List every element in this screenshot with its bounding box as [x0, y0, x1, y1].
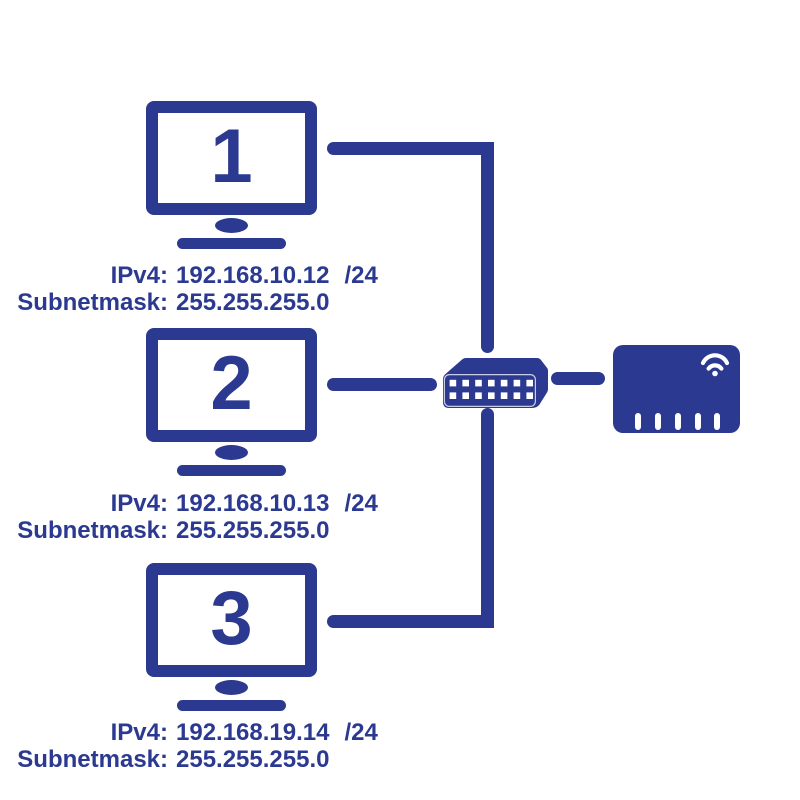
computer-3-subnet-row: Subnetmask: 255.255.255.0	[0, 746, 460, 773]
monitor-stand-neck	[215, 680, 248, 695]
cable-computer1-horizontal	[327, 142, 494, 155]
monitor-stand-neck	[215, 445, 248, 460]
computer-2-subnet-row: Subnetmask: 255.255.255.0	[0, 517, 460, 544]
ipv4-label: IPv4:	[110, 262, 168, 289]
computer-3-info: IPv4: 192.168.19.14/24 Subnetmask: 255.2…	[0, 719, 460, 773]
cable-computer1-to-switch-vertical	[481, 142, 494, 353]
monitor-stand-base	[177, 700, 286, 711]
computer-2-number: 2	[210, 340, 253, 426]
computer-2: 2	[146, 328, 317, 478]
router-port	[675, 413, 681, 430]
computer-2-info: IPv4: 192.168.10.13/24 Subnetmask: 255.2…	[0, 490, 460, 544]
computer-3-ipv4-row: IPv4: 192.168.19.14/24	[0, 719, 460, 746]
cidr-suffix: /24	[344, 262, 378, 289]
monitor-stand-neck	[215, 218, 248, 233]
cidr-suffix: /24	[344, 719, 378, 746]
switch-front-panel	[443, 374, 536, 408]
ipv4-address: 192.168.10.12/24	[176, 262, 378, 289]
cable-switch-to-router	[551, 372, 605, 385]
ipv4-address: 192.168.10.13/24	[176, 490, 378, 517]
computer-1-number: 1	[210, 113, 253, 199]
wifi-icon	[700, 353, 730, 377]
wireless-router-icon	[613, 345, 740, 433]
subnetmask-value: 255.255.255.0	[176, 746, 330, 773]
computer-3-number: 3	[210, 575, 253, 661]
computer-1-monitor-icon: 1	[146, 101, 317, 215]
monitor-stand-base	[177, 465, 286, 476]
monitor-stand-base	[177, 238, 286, 249]
subnetmask-value: 255.255.255.0	[176, 289, 330, 316]
subnetmask-label: Subnetmask:	[17, 746, 168, 773]
computer-2-ipv4-row: IPv4: 192.168.10.13/24	[0, 490, 460, 517]
ipv4-label: IPv4:	[110, 490, 168, 517]
computer-1-ipv4-row: IPv4: 192.168.10.12/24	[0, 262, 460, 289]
cable-computer3-horizontal	[327, 615, 494, 628]
router-port	[695, 413, 701, 430]
computer-3-monitor-icon: 3	[146, 563, 317, 677]
subnetmask-value: 255.255.255.0	[176, 517, 330, 544]
ipv4-label: IPv4:	[110, 719, 168, 746]
switch-ports	[449, 379, 533, 399]
computer-1-info: IPv4: 192.168.10.12/24 Subnetmask: 255.2…	[0, 262, 460, 316]
computer-1-subnet-row: Subnetmask: 255.255.255.0	[0, 289, 460, 316]
cidr-suffix: /24	[344, 490, 378, 517]
computer-3: 3	[146, 563, 317, 713]
router-port	[655, 413, 661, 430]
subnetmask-label: Subnetmask:	[17, 517, 168, 544]
cable-switch-to-computer3-vertical	[481, 408, 494, 628]
router-port	[714, 413, 720, 430]
computer-2-monitor-icon: 2	[146, 328, 317, 442]
computer-1: 1	[146, 101, 317, 251]
ipv4-address: 192.168.19.14/24	[176, 719, 378, 746]
subnetmask-label: Subnetmask:	[17, 289, 168, 316]
cable-computer2-to-switch	[327, 378, 437, 391]
router-port	[635, 413, 641, 430]
network-switch-icon	[443, 358, 548, 408]
